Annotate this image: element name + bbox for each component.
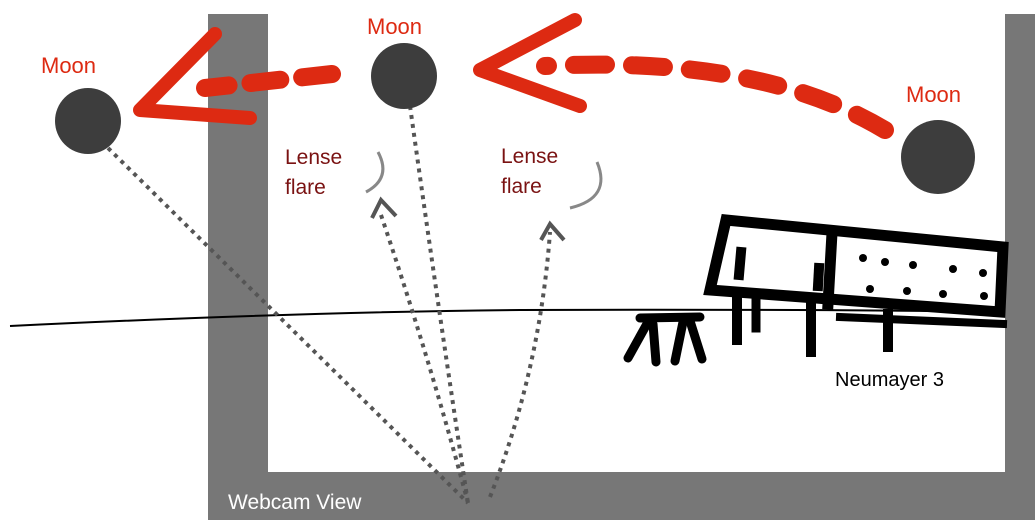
moon-left [55,88,121,154]
lens-flare-left-label-line2: flare [285,176,326,199]
lens-flare-right-label-line2: flare [501,175,542,198]
lens-flare-left-arc [365,151,385,194]
webcam-view-label: Webcam View [228,491,362,514]
moon-right [901,120,975,194]
horizon-line [9,308,1006,327]
lens-flare-right-label-line1: Lense [501,145,558,168]
station-label: Neumayer 3 [835,369,944,391]
field-structure-drawing [623,312,707,367]
moon-motion-arrow [133,13,894,139]
webcam-frame [208,14,1035,520]
lens-flare-left-label-line1: Lense [285,146,342,169]
arrowhead-right-flare [539,220,566,242]
neumayer-station-drawing [703,214,1009,357]
ray-left-moon [106,146,470,505]
moon-center-label: Moon [367,14,422,39]
moon-right-label: Moon [906,82,961,107]
moon-center [371,43,437,109]
light-rays [106,105,552,505]
moon-left-label: Moon [41,53,96,78]
lens-flare-right-arc [569,161,603,210]
ray-to-left-flare [378,211,470,504]
arrowhead-left-flare [370,196,398,219]
ray-to-right-flare [488,231,552,498]
station-windows-dots [859,254,988,300]
ray-center-moon [408,105,470,504]
